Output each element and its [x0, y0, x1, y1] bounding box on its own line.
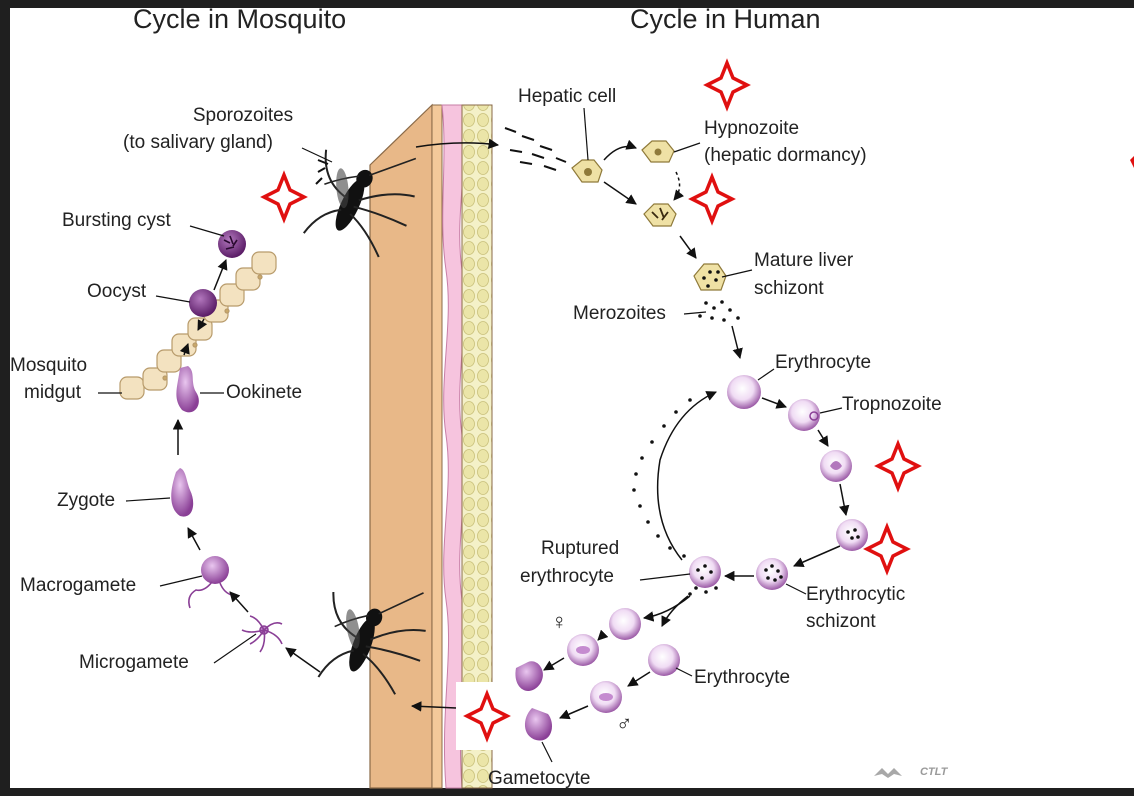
liver-schizont-shape	[694, 264, 726, 290]
erythrocyte-bottom-label: Erythrocyte	[694, 667, 790, 689]
macrogamete-label: Macrogamete	[20, 575, 136, 597]
liver-stage-cells	[572, 141, 740, 322]
red-star-icon	[707, 63, 747, 107]
microgamete-shape	[242, 616, 282, 652]
midgut-label-1: Mosquito	[10, 355, 87, 377]
trophozoite-label: Tropnozoite	[842, 394, 942, 416]
ruptured-erythrocyte-shape	[689, 556, 721, 588]
epidermis-layer	[432, 105, 442, 788]
zygote-shape	[171, 468, 193, 517]
bursting-cyst-shape	[218, 230, 246, 258]
sporozoites-label-1: Sporozoites	[183, 105, 303, 127]
gametocyte-shape	[525, 708, 552, 741]
merozoites-label: Merozoites	[573, 303, 666, 325]
hepatic-cell-label: Hepatic cell	[518, 86, 616, 108]
early-schizont-shape	[836, 519, 868, 551]
ookinete-shape	[176, 366, 198, 412]
ctlt-logo-icon	[872, 766, 912, 780]
released-merozoites	[632, 398, 692, 558]
red-star-icon	[867, 527, 907, 571]
microgamete-label: Microgamete	[79, 652, 189, 674]
credit-logo	[872, 766, 912, 785]
skin-surface	[370, 105, 432, 788]
hypnozoite-label-1: Hypnozoite	[704, 118, 799, 140]
liver-schizont-label-1: Mature liver	[754, 250, 853, 272]
male-symbol: ♂	[616, 713, 633, 735]
oocyst-label: Oocyst	[87, 281, 146, 303]
erythrocytic-schizont-label-1: Erythrocytic	[806, 584, 905, 606]
female-symbol: ♀	[551, 611, 568, 633]
erythrocyte-top-label: Erythrocyte	[775, 352, 871, 374]
human-cycle-title: Cycle in Human	[630, 4, 821, 35]
trophozoite-shape	[788, 399, 820, 431]
ruptured-label-2: erythrocyte	[520, 566, 614, 588]
liver-schizont-label-2: schizont	[754, 278, 824, 300]
merozoite-dots	[698, 300, 740, 322]
ookinete-label: Ookinete	[226, 382, 302, 404]
developing-liver-cell	[644, 204, 676, 226]
gametocyte-label: Gametocyte	[488, 768, 590, 790]
oocyst-shape	[189, 289, 217, 317]
midgut-label-2: midgut	[24, 382, 81, 404]
red-star-icon	[264, 175, 304, 219]
credit-text: CTLT	[920, 766, 947, 778]
macrogamete-shape	[201, 556, 229, 584]
hypnozoite-label-2: (hepatic dormancy)	[704, 145, 867, 167]
mosquito-midgut	[120, 252, 276, 399]
gametocyte-rbc-shape	[609, 608, 641, 640]
erythrocytic-schizont-shape	[756, 558, 788, 590]
erythrocytic-schizont-label-2: schizont	[806, 611, 876, 633]
edge-star-fragment	[1130, 156, 1134, 168]
red-star-icon	[878, 444, 918, 488]
zygote-label: Zygote	[57, 490, 115, 512]
bursting-cyst-label: Bursting cyst	[62, 210, 171, 232]
erythrocyte-shape	[727, 375, 761, 409]
ruptured-label-1: Ruptured	[541, 538, 619, 560]
mosquito-cycle-title: Cycle in Mosquito	[133, 4, 346, 35]
female-gamete-shape	[515, 661, 542, 691]
red-star-icon	[692, 177, 732, 221]
liver-cycle-arrows	[604, 147, 740, 359]
male-gametocyte-rbc	[648, 644, 680, 676]
sporozoites-label-2: (to salivary gland)	[123, 132, 273, 154]
